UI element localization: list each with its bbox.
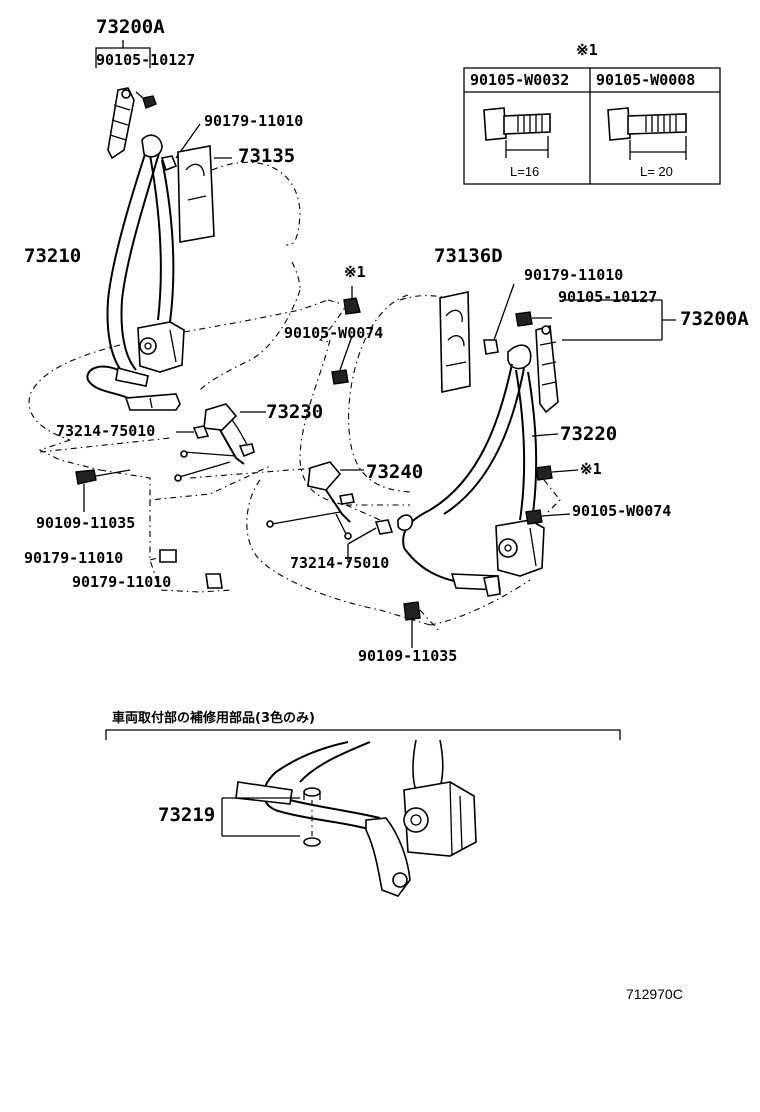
inset-part-1: 90105-W0032: [470, 71, 570, 89]
buckle-73230: [174, 403, 255, 482]
figure-code: 712970C: [626, 986, 683, 1002]
inset-part-2: 90105-W0008: [596, 71, 696, 89]
inset-length-1: L=16: [510, 164, 540, 179]
retractor-detail: [403, 739, 477, 857]
inset-bolt-1: [483, 107, 551, 158]
label-73210: 73210: [24, 245, 82, 267]
buckle-73240: [266, 461, 364, 540]
label-90179-11010-right: 90179-11010: [524, 266, 624, 284]
retractor-left: [137, 321, 185, 373]
label-73219: 73219: [158, 804, 216, 826]
inset-title: ※1: [576, 41, 598, 59]
label-90105-10127-right: 90105-10127: [558, 288, 658, 306]
retractor-right: [495, 519, 545, 577]
upper-anchor-left: [107, 87, 135, 160]
label-73240: 73240: [366, 461, 424, 483]
label-73136D: 73136D: [434, 245, 503, 267]
label-73200A-left: 73200A: [96, 16, 165, 38]
label-90179-11010-upper: 90179-11010: [204, 112, 304, 130]
label-90109-11035-left: 90109-11035: [36, 514, 136, 532]
label-73214-75010-center: 73214-75010: [290, 554, 390, 572]
lower-caption: 車両取付部の補修用部品(3色のみ): [112, 711, 315, 726]
label-90105-10127-left: 90105-10127: [96, 51, 196, 69]
label-73220: 73220: [560, 423, 618, 445]
label-90179-11010-a: 90179-11010: [24, 549, 124, 567]
label-73230: 73230: [266, 401, 324, 423]
cover-73136D: [439, 291, 471, 393]
label-73135: 73135: [238, 145, 296, 167]
label-73214-75010-left: 73214-75010: [56, 422, 156, 440]
label-73200A-right: 73200A: [680, 308, 749, 330]
inset-bolt-2: [607, 107, 687, 160]
cover-73135: [177, 145, 232, 243]
label-mark-1-right: ※1: [580, 460, 602, 478]
label-90105-W0074-center: 90105-W0074: [284, 324, 384, 342]
label-90179-11010-b: 90179-11010: [72, 573, 172, 591]
label-mark-1-center: ※1: [344, 263, 366, 281]
upper-anchor-right: [535, 324, 559, 414]
label-90105-W0074-right: 90105-W0074: [572, 502, 672, 520]
inset-length-2: L= 20: [640, 164, 673, 179]
label-90109-11035-center: 90109-11035: [358, 647, 458, 665]
